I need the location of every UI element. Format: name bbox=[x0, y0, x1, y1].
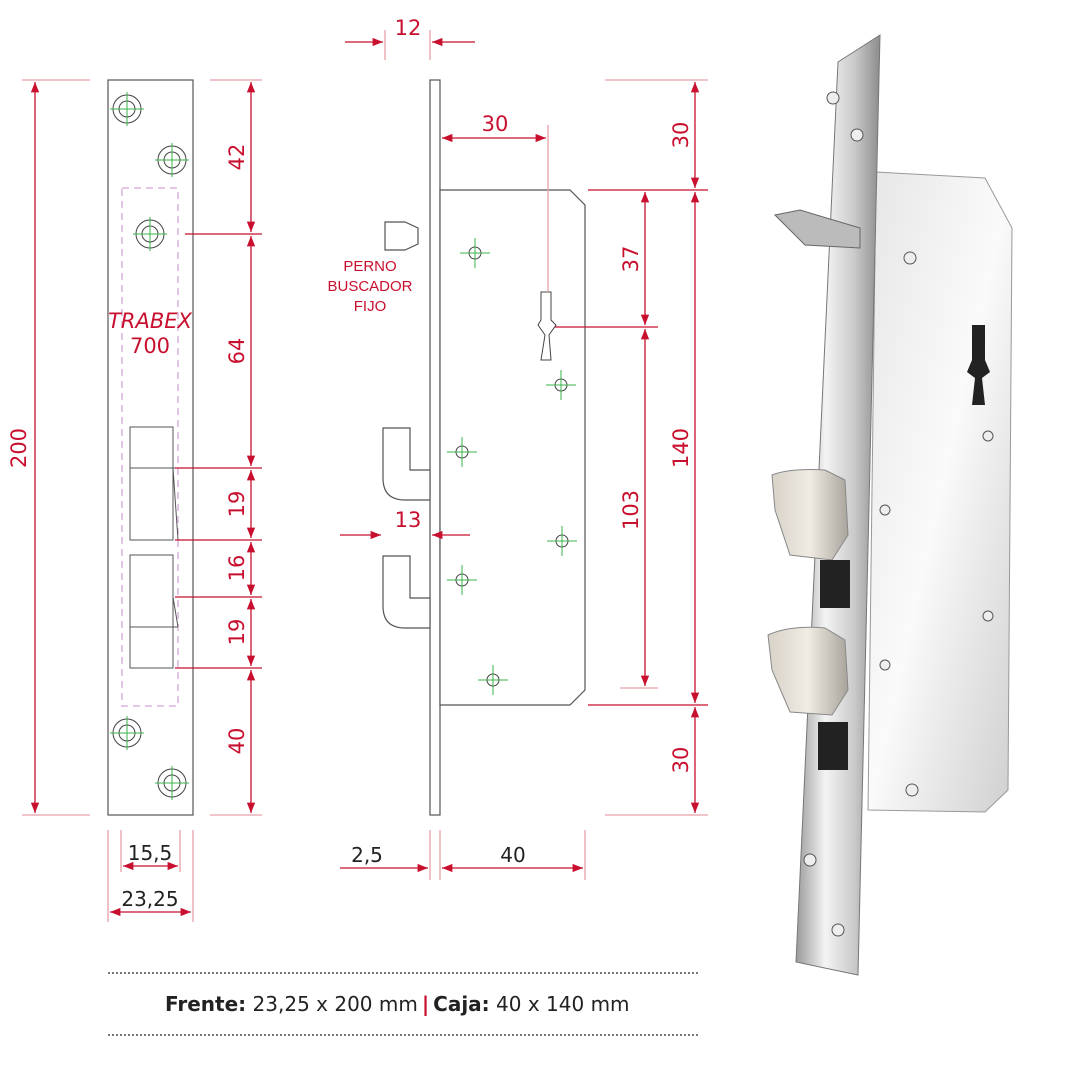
frente-value: 23,25 x 200 mm bbox=[252, 992, 418, 1016]
pin-label-line2: BUSCADOR bbox=[327, 278, 412, 295]
right-dimension-chain: 42 64 19 16 19 40 bbox=[175, 79, 262, 816]
lock-product-photo bbox=[767, 34, 1013, 976]
hook-latch bbox=[382, 427, 431, 501]
keyhole-icon bbox=[537, 291, 557, 361]
dim-40-depth: 40 bbox=[500, 843, 525, 867]
model-label: 700 bbox=[130, 334, 170, 358]
hook-latch bbox=[382, 555, 431, 629]
screw-hole-icon bbox=[155, 143, 189, 177]
dim-30-horizontal: 30 bbox=[482, 112, 509, 136]
dim-height: 200 bbox=[7, 428, 31, 468]
dim-30-top: 30 bbox=[669, 122, 693, 149]
dim-103: 103 bbox=[619, 490, 643, 530]
front-view: TRABEX 700 200 42 64 19 16 19 40 bbox=[7, 79, 262, 922]
screw-hole-icon bbox=[133, 217, 167, 251]
dim-37: 37 bbox=[619, 246, 643, 273]
pin-label-line3: FIJO bbox=[354, 298, 387, 315]
divider-top bbox=[108, 972, 698, 974]
screw-hole-icon bbox=[110, 92, 144, 126]
dim-inner-width: 15,5 bbox=[128, 841, 173, 865]
caja-value: 40 x 140 mm bbox=[496, 992, 630, 1016]
dim-42: 42 bbox=[225, 144, 249, 171]
fixed-pin bbox=[384, 221, 419, 251]
brand-label: TRABEX bbox=[108, 309, 192, 333]
case-screws bbox=[447, 238, 577, 695]
dim-30-bottom: 30 bbox=[669, 747, 693, 774]
latch-opening bbox=[129, 554, 179, 669]
screw-hole-icon bbox=[155, 766, 189, 800]
dim-13: 13 bbox=[395, 508, 422, 532]
dim-2-5: 2,5 bbox=[351, 843, 383, 867]
dim-16: 16 bbox=[225, 555, 249, 582]
dim-outer-width: 23,25 bbox=[121, 887, 178, 911]
dim-140: 140 bbox=[669, 428, 693, 468]
case-outline bbox=[121, 187, 179, 707]
dim-12: 12 bbox=[395, 16, 422, 40]
latch-opening bbox=[129, 426, 179, 541]
screw-hole-icon bbox=[110, 716, 144, 750]
side-faceplate bbox=[429, 79, 441, 816]
dim-40: 40 bbox=[225, 728, 249, 755]
pin-label-line1: PERNO bbox=[343, 258, 396, 275]
dim-19b: 19 bbox=[225, 619, 249, 646]
frente-label: Frente: bbox=[165, 992, 247, 1016]
divider-bottom bbox=[108, 1034, 698, 1036]
side-view: PERNO BUSCADOR FIJO 12 30 30 140 30 37 1… bbox=[327, 16, 708, 880]
caja-label: Caja: bbox=[433, 992, 490, 1016]
separator: | bbox=[421, 992, 430, 1016]
dim-19a: 19 bbox=[225, 491, 249, 518]
faceplate bbox=[107, 79, 194, 816]
dim-64: 64 bbox=[225, 338, 249, 365]
spec-line: Frente: 23,25 x 200 mm|Caja: 40 x 140 mm bbox=[165, 992, 630, 1016]
